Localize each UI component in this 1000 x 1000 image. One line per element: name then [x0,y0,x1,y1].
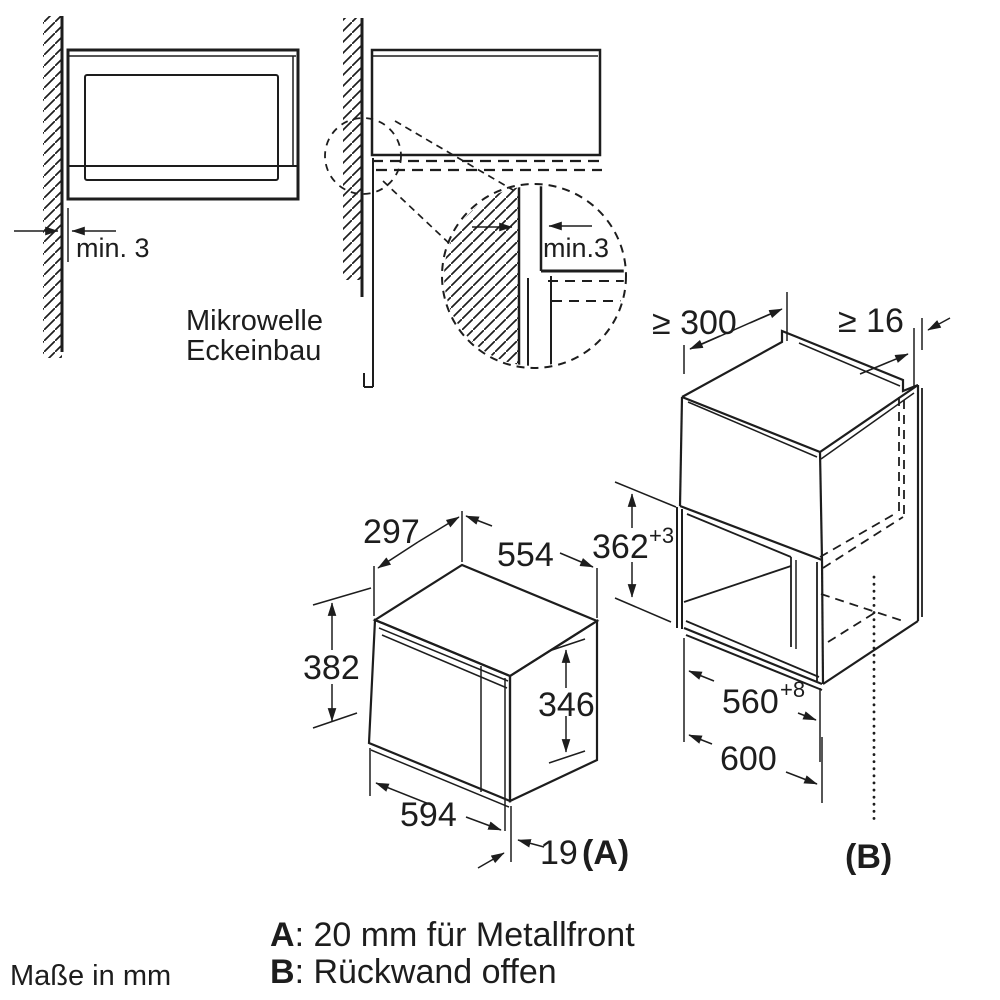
units-note: Maße in mm [10,960,171,992]
detail-min-gap-label: min.3 [543,233,609,263]
niche-width-tol: +8 [780,677,805,702]
dim-front-height: 346 [538,638,595,764]
niche-height-tol: +3 [649,523,674,548]
front-width-label: 594 [400,796,457,834]
caption-line1: Mikrowelle [186,305,323,337]
niche-height-label: 362 [592,528,649,566]
detail-view-drawing: min.3 [441,183,627,369]
dim-min-gap: min. 3 [14,208,150,263]
appliance-drawing: 297 554 382 346 [303,511,629,872]
height-label: 382 [303,649,360,687]
cabinet-drawing: (B) ≥ 300 ≥ 16 362 +3 [592,292,951,876]
callout-source-circle [324,117,402,195]
dim-panel-thickness: ≥ 16 [838,302,951,386]
cabinet-width-label: 600 [720,740,777,778]
dim-cabinet-width: 600 [688,734,823,803]
top-depth-label: ≥ 300 [652,304,737,342]
dim-niche-width: 560 +8 [683,638,821,762]
back-ref-label: (B) [845,838,892,876]
appliance-top-face [372,563,600,678]
caption-line2: Eckeinbau [186,335,321,367]
wall-hatch [343,18,362,280]
panel-thickness-label: ≥ 16 [838,302,904,340]
wall-hatch [43,16,62,358]
legend-a-key: A [270,916,295,954]
min-gap-label: min. 3 [76,233,150,263]
dim-depth: 297 [363,511,463,616]
dim-top-depth: ≥ 300 [652,292,788,374]
dim-niche-height: 362 +3 [592,481,677,623]
front-height-label: 346 [538,686,595,724]
appliance-front-face [367,618,512,803]
dim-front-width: 594 19 (A) [369,748,629,872]
niche-width-label: 560 [722,683,779,721]
legend-item-a: A: 20 mm für Metallfront [270,916,635,954]
legend-b-key: B [270,953,295,991]
legend-a-text: : 20 mm für Metallfront [295,916,636,954]
dim-width: 554 [465,515,598,618]
front-view-drawing: min. 3 [14,16,300,358]
dim-height: 382 [303,587,372,729]
detail-circle [441,183,627,369]
legend: A: 20 mm für Metallfront B: Rückwand off… [10,916,635,992]
wall-hatch-detail [444,186,519,366]
hidden-back-edges [819,397,905,643]
appliance-right-face [508,619,599,803]
front-offset-label: 19 [540,834,578,872]
microwave-door-window [84,74,279,181]
front-offset-ref: (A) [582,834,629,872]
width-label: 554 [497,536,554,574]
microwave-top-outline [370,48,602,157]
legend-item-b: B: Rückwand offen [270,953,557,991]
microwave-front-outline [66,48,300,201]
corner-view-drawing: Mikrowelle Eckeinbau [186,18,602,388]
depth-label: 297 [363,513,420,551]
legend-b-text: : Rückwand offen [295,953,557,991]
